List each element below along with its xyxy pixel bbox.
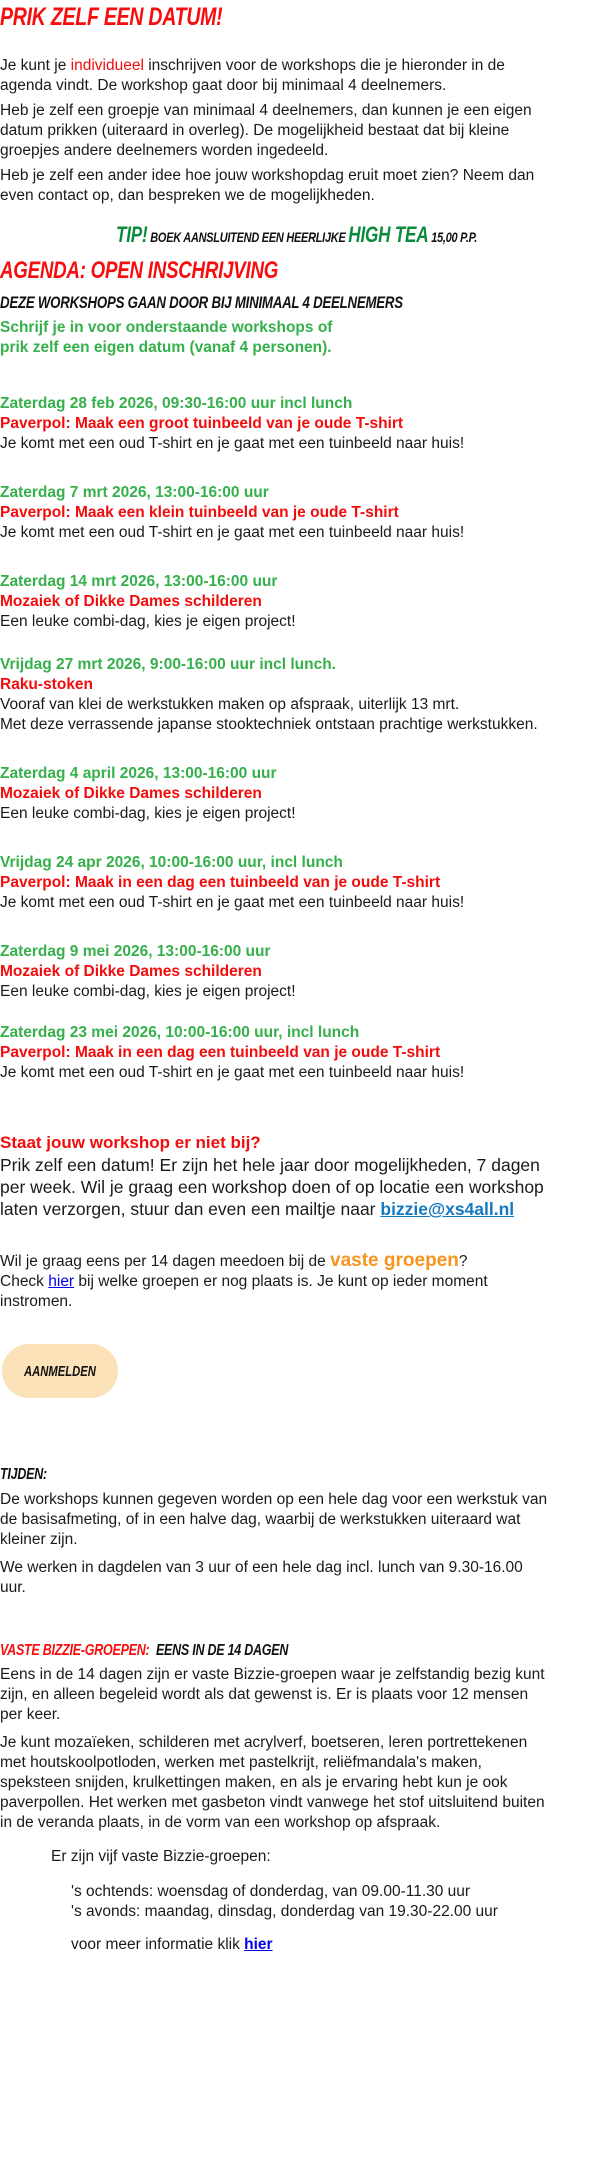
agenda-lead: Schrijf je in voor onderstaande workshop…	[0, 319, 333, 356]
event-desc: Een leuke combi-dag, kies je eigen proje…	[0, 983, 296, 1000]
individueel-highlight: individueel	[70, 57, 144, 74]
event-title: Paverpol: Maak een groot tuinbeeld van j…	[0, 415, 404, 432]
event-desc: Je komt met een oud T-shirt en je gaat m…	[0, 435, 465, 452]
groups-intro: Er zijn vijf vaste Bizzie-groepen:	[51, 1848, 271, 1865]
event-desc: Je komt met een oud T-shirt en je gaat m…	[0, 1064, 465, 1081]
schedule-item: 's ochtends: woensdag of donderdag, van …	[71, 1883, 471, 1900]
event-item: Zaterdag 7 mrt 2026, 13:00-16:00 uur Pav…	[0, 483, 464, 543]
event-item: Vrijdag 24 apr 2026, 10:00-16:00 uur, in…	[0, 853, 464, 913]
event-title: Paverpol: Maak in een dag een tuinbeeld …	[0, 874, 441, 891]
event-date: Zaterdag 7 mrt 2026, 13:00-16:00 uur	[0, 484, 269, 501]
groups-cta: Wil je graag eens per 14 dagen meedoen b…	[0, 1250, 488, 1311]
event-date: Zaterdag 4 april 2026, 13:00-16:00 uur	[0, 765, 277, 782]
tijden-heading: TIJDEN:	[0, 1466, 47, 1483]
event-date: Vrijdag 27 mrt 2026, 9:00-16:00 uur incl…	[0, 656, 336, 673]
event-item: Zaterdag 23 mei 2026, 10:00-16:00 uur, i…	[0, 1023, 464, 1083]
more-info-link[interactable]: hier	[244, 1936, 273, 1953]
vaste-groepen-highlight: vaste groepen	[330, 1250, 459, 1271]
event-desc: Een leuke combi-dag, kies je eigen proje…	[0, 613, 296, 630]
vaste-groepen-paragraph-2: Je kunt mozaïeken, schilderen met acrylv…	[0, 1734, 545, 1831]
event-date: Zaterdag 14 mrt 2026, 13:00-16:00 uur	[0, 573, 278, 590]
tip-banner: TIP! BOEK AANSLUITEND EEN HEERLIJKE HIGH…	[116, 222, 478, 247]
event-desc: Je komt met een oud T-shirt en je gaat m…	[0, 894, 465, 911]
event-date: Vrijdag 24 apr 2026, 10:00-16:00 uur, in…	[0, 854, 343, 871]
agenda-title: AGENDA: OPEN INSCHRIJVING	[0, 257, 279, 284]
vaste-groepen-paragraph-1: Eens in de 14 dagen zijn er vaste Bizzie…	[0, 1666, 545, 1723]
groups-schedule: 's ochtends: woensdag of donderdag, van …	[71, 1882, 498, 1922]
more-info: voor meer informatie klik hier	[71, 1936, 273, 1953]
event-desc: Je komt met een oud T-shirt en je gaat m…	[0, 524, 465, 541]
event-item: Zaterdag 4 april 2026, 13:00-16:00 uur M…	[0, 764, 296, 824]
tijden-paragraph-1: De workshops kunnen gegeven worden op ee…	[0, 1491, 548, 1548]
event-desc: Een leuke combi-dag, kies je eigen proje…	[0, 805, 296, 822]
event-title: Raku-stoken	[0, 676, 94, 693]
event-item: Vrijdag 27 mrt 2026, 9:00-16:00 uur incl…	[0, 655, 538, 735]
event-date: Zaterdag 28 feb 2026, 09:30-16:00 uur in…	[0, 395, 353, 412]
tip-label: TIP!	[116, 222, 148, 247]
intro-paragraph-3: Heb je zelf een ander idee hoe jouw work…	[0, 167, 535, 204]
schedule-item: 's avonds: maandag, dinsdag, donderdag v…	[71, 1903, 498, 1920]
vaste-groepen-heading: VASTE BIZZIE-GROEPEN: EENS IN DE 14 DAGE…	[0, 1642, 289, 1659]
page-title: PRIK ZELF EEN DATUM!	[0, 3, 223, 31]
email-link[interactable]: bizzie@xs4all.nl	[380, 1199, 515, 1219]
signup-button[interactable]: AANMELDEN	[2, 1344, 118, 1398]
event-title: Paverpol: Maak een klein tuinbeeld van j…	[0, 504, 399, 521]
event-desc: Vooraf van klei de werkstukken maken op …	[0, 696, 460, 713]
intro-paragraph-2: Heb je zelf een groepje van minimaal 4 d…	[0, 102, 532, 159]
event-item: Zaterdag 14 mrt 2026, 13:00-16:00 uur Mo…	[0, 572, 296, 632]
event-date: Zaterdag 23 mei 2026, 10:00-16:00 uur, i…	[0, 1024, 360, 1041]
missing-heading: Staat jouw workshop er niet bij?	[0, 1133, 261, 1152]
event-title: Paverpol: Maak in een dag een tuinbeeld …	[0, 1044, 441, 1061]
event-title: Mozaiek of Dikke Dames schilderen	[0, 785, 262, 802]
event-item: Zaterdag 28 feb 2026, 09:30-16:00 uur in…	[0, 394, 464, 454]
event-date: Zaterdag 9 mei 2026, 13:00-16:00 uur	[0, 943, 271, 960]
missing-workshop-section: Staat jouw workshop er niet bij? Prik ze…	[0, 1132, 607, 1220]
event-title: Mozaiek of Dikke Dames schilderen	[0, 963, 262, 980]
agenda-subtitle: DEZE WORKSHOPS GAAN DOOR BIJ MINIMAAL 4 …	[0, 293, 403, 312]
event-desc: Met deze verrassende japanse stooktechni…	[0, 716, 538, 733]
event-item: Zaterdag 9 mei 2026, 13:00-16:00 uur Moz…	[0, 942, 296, 1002]
high-tea-highlight: HIGH TEA	[348, 222, 429, 247]
event-title: Mozaiek of Dikke Dames schilderen	[0, 593, 262, 610]
check-groups-link[interactable]: hier	[48, 1273, 75, 1290]
intro-paragraph-1: Je kunt je individueel inschrijven voor …	[0, 57, 505, 94]
tijden-paragraph-2: We werken in dagdelen van 3 uur of een h…	[0, 1559, 523, 1596]
